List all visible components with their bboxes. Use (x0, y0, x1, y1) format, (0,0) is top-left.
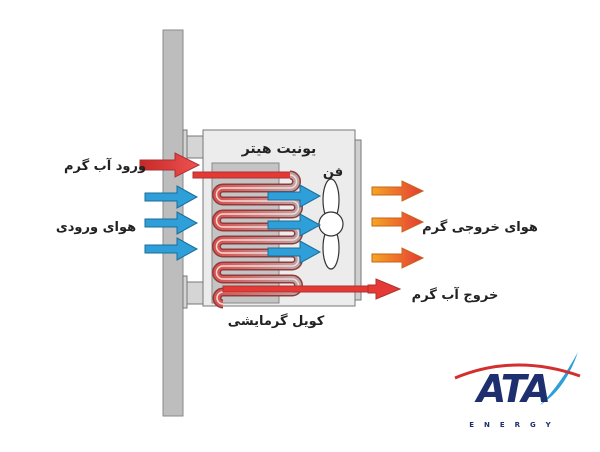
logo-text: ATA (474, 367, 549, 411)
inlet-air-arrows (144, 185, 199, 261)
label-hot-water-out: خروج آب گرم (412, 286, 499, 303)
warm-air-arrow (371, 211, 425, 233)
label-inlet-air: هوای ورودی (56, 220, 136, 235)
hot-water-outlet-arrow (367, 278, 402, 300)
warm-air-arrow (371, 247, 425, 269)
logo-arc (454, 363, 581, 380)
label-unit-heater: یونیت هیتر (241, 141, 317, 157)
warm-air-arrow (371, 180, 425, 202)
ata-energy-logo: ATA ENERGY (454, 352, 581, 429)
warm-outlet-air-arrows (371, 180, 425, 269)
label-heating-coil: کویل گرمایشی (228, 313, 325, 329)
label-warm-outlet-air: هوای خروجی گرم (422, 219, 538, 235)
hot-water-inlet-arrow (139, 152, 201, 178)
label-fan: فن (323, 165, 343, 180)
hot-water-inlet-pipe (192, 171, 294, 179)
heating-coil-tubes (212, 170, 303, 309)
hot-water-outlet-pipe (222, 285, 371, 293)
logo-subtitle: ENERGY (469, 421, 560, 429)
inlet-air-arrow (144, 185, 199, 209)
label-hot-water-in: ورود آب گرم (64, 157, 146, 174)
inlet-air-arrow (144, 237, 199, 261)
fan-icon (318, 178, 344, 270)
internal-air-arrows (267, 184, 322, 264)
inlet-air-arrow (144, 211, 199, 235)
